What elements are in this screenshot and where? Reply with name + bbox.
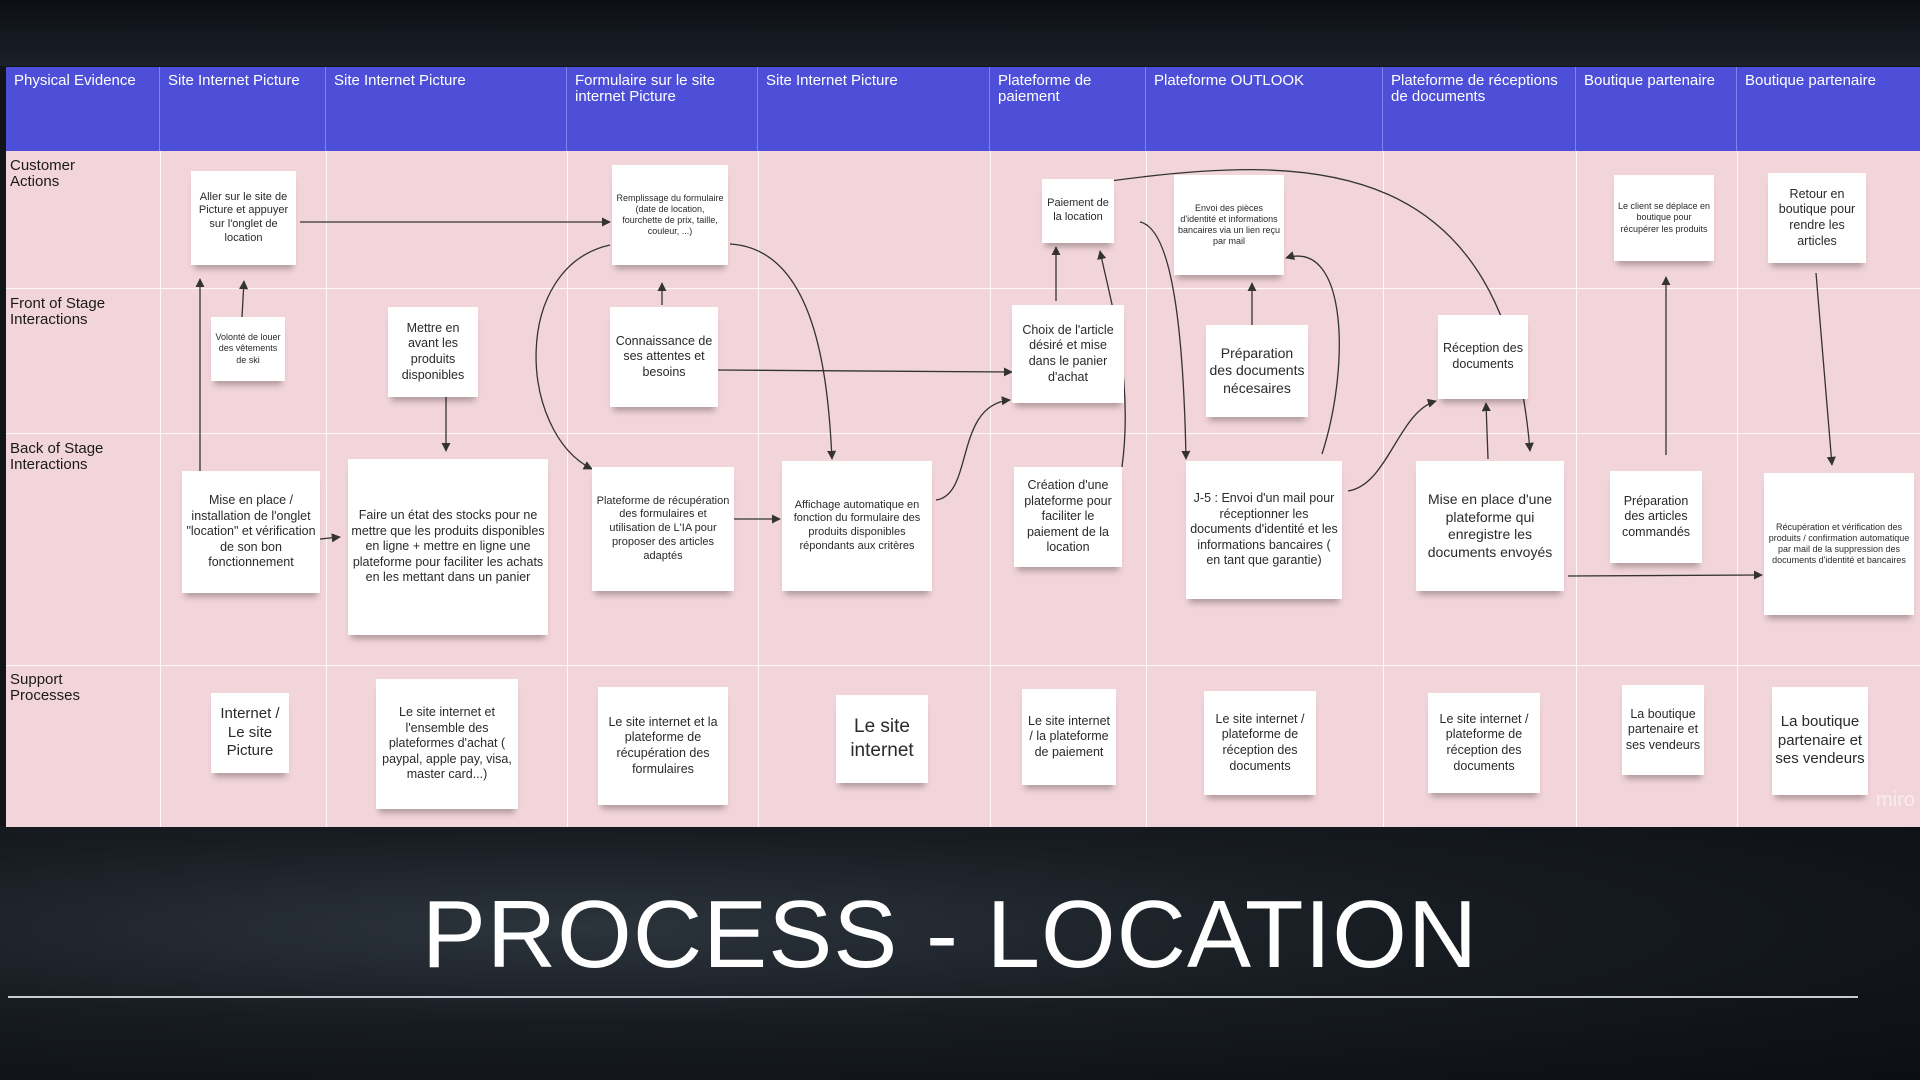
note-sp6: Le site internet / plateforme de récepti… xyxy=(1204,691,1316,795)
note-ca6: Envoi des pièces d'identité et informati… xyxy=(1174,175,1284,275)
row-separator xyxy=(6,288,1920,289)
slide-title: PROCESS - LOCATION xyxy=(421,881,1479,988)
column-separator xyxy=(1146,151,1147,827)
row-separator xyxy=(6,433,1920,434)
arrow-fs1-to-ca1 xyxy=(239,280,249,318)
miro-watermark: miro xyxy=(1876,789,1915,811)
note-bs1: Mise en place / installation de l'onglet… xyxy=(182,471,320,593)
column-header-4: Site Internet Picture xyxy=(758,67,990,151)
note-fs3: Connaissance de ses attentes et besoins xyxy=(610,307,718,407)
note-fs1: Volonté de louer des vêtements de ski xyxy=(211,317,285,381)
note-ca9: Retour en boutique pour rendre les artic… xyxy=(1768,173,1866,263)
note-sp7: Le site internet / plateforme de récepti… xyxy=(1428,693,1540,793)
column-separator xyxy=(758,151,759,827)
column-separator xyxy=(990,151,991,827)
column-header-5: Plateforme de paiement xyxy=(990,67,1146,151)
row-label-customer-actions: Customer Actions xyxy=(10,157,76,190)
arrow-bs7-to-fs7 xyxy=(1481,402,1491,460)
arrow-bs1-to-bs2 xyxy=(319,533,341,543)
column-separator xyxy=(1737,151,1738,827)
arrow-ca5-to-bs7 xyxy=(1109,169,1534,452)
column-separator xyxy=(1383,151,1384,827)
note-fs5: Choix de l'article désiré et mise dans l… xyxy=(1012,305,1124,403)
note-sp2: Le site internet et l'ensemble des plate… xyxy=(376,679,518,809)
note-sp1: Internet / Le site Picture xyxy=(211,693,289,773)
row-label-front-stage: Front of Stage Interactions xyxy=(10,295,106,328)
arrow-fs3-to-fs5 xyxy=(717,367,1013,377)
column-header-8: Boutique partenaire xyxy=(1576,67,1737,151)
note-fs2: Mettre en avant les produits disponibles xyxy=(388,307,478,397)
arrow-ca3-to-bs3 xyxy=(535,244,611,470)
note-bs7: Mise en place d'une plateforme qui enreg… xyxy=(1416,461,1564,591)
column-header-0: Physical Evidence xyxy=(6,67,160,151)
top-band xyxy=(0,0,1920,66)
arrow-ca3-to-bs4 xyxy=(729,243,837,460)
arrow-bs4-to-fs5 xyxy=(935,396,1011,501)
note-ca5: Paiement de la location xyxy=(1042,179,1114,243)
arrow-bs7-to-bs9 xyxy=(1567,570,1763,580)
note-fs6: Préparation des documents nécesaires xyxy=(1206,325,1308,417)
arrow-bs6-to-fs7 xyxy=(1347,398,1437,492)
note-bs9: Récupération et vérification des produit… xyxy=(1764,473,1914,615)
note-ca1: Aller sur le site de Picture et appuyer … xyxy=(191,171,296,265)
note-fs7: Réception des documents xyxy=(1438,315,1528,399)
note-bs6: J-5 : Envoi d'un mail pour réceptionner … xyxy=(1186,461,1342,599)
column-separator xyxy=(1576,151,1577,827)
arrow-bs6-to-ca6 xyxy=(1285,251,1340,455)
note-sp5: Le site internet / la plateforme de paie… xyxy=(1022,689,1116,785)
note-bs5: Création d'une plateforme pour faciliter… xyxy=(1014,467,1122,567)
note-ca8: Le client se déplace en boutique pour ré… xyxy=(1614,175,1714,261)
column-separator xyxy=(567,151,568,827)
column-header-7: Plateforme de réceptions de documents xyxy=(1383,67,1576,151)
arrow-ca5-to-bs6 xyxy=(1139,221,1191,460)
note-bs4: Affichage automatique en fonction du for… xyxy=(782,461,932,591)
column-header-1: Site Internet Picture xyxy=(160,67,326,151)
column-separator xyxy=(160,151,161,827)
row-separator xyxy=(6,665,1920,666)
note-bs8: Préparation des articles commandés xyxy=(1610,471,1702,563)
note-ca3: Remplissage du formulaire (date de locat… xyxy=(612,165,728,265)
note-bs2: Faire un état des stocks pour ne mettre … xyxy=(348,459,548,635)
column-separator xyxy=(326,151,327,827)
column-header-2: Site Internet Picture xyxy=(326,67,567,151)
note-sp3: Le site internet et la plateforme de réc… xyxy=(598,687,728,805)
forest-background xyxy=(0,826,1920,1080)
column-header-6: Plateforme OUTLOOK xyxy=(1146,67,1383,151)
row-label-support-processes: Support Processes xyxy=(10,671,81,704)
note-sp4: Le site internet xyxy=(836,695,928,783)
arrow-ca9-to-bs9 xyxy=(1815,272,1836,466)
column-header-9: Boutique partenaire xyxy=(1737,67,1920,151)
note-sp9: La boutique partenaire et ses vendeurs xyxy=(1772,687,1868,795)
title-underline xyxy=(8,996,1858,998)
note-sp8: La boutique partenaire et ses vendeurs xyxy=(1622,685,1704,775)
note-bs3: Plateforme de récupération des formulair… xyxy=(592,467,734,591)
service-blueprint-board: Physical Evidence Site Internet Picture … xyxy=(6,67,1920,827)
column-header-3: Formulaire sur le site internet Picture xyxy=(567,67,758,151)
row-label-back-stage: Back of Stage Interactions xyxy=(10,440,104,473)
